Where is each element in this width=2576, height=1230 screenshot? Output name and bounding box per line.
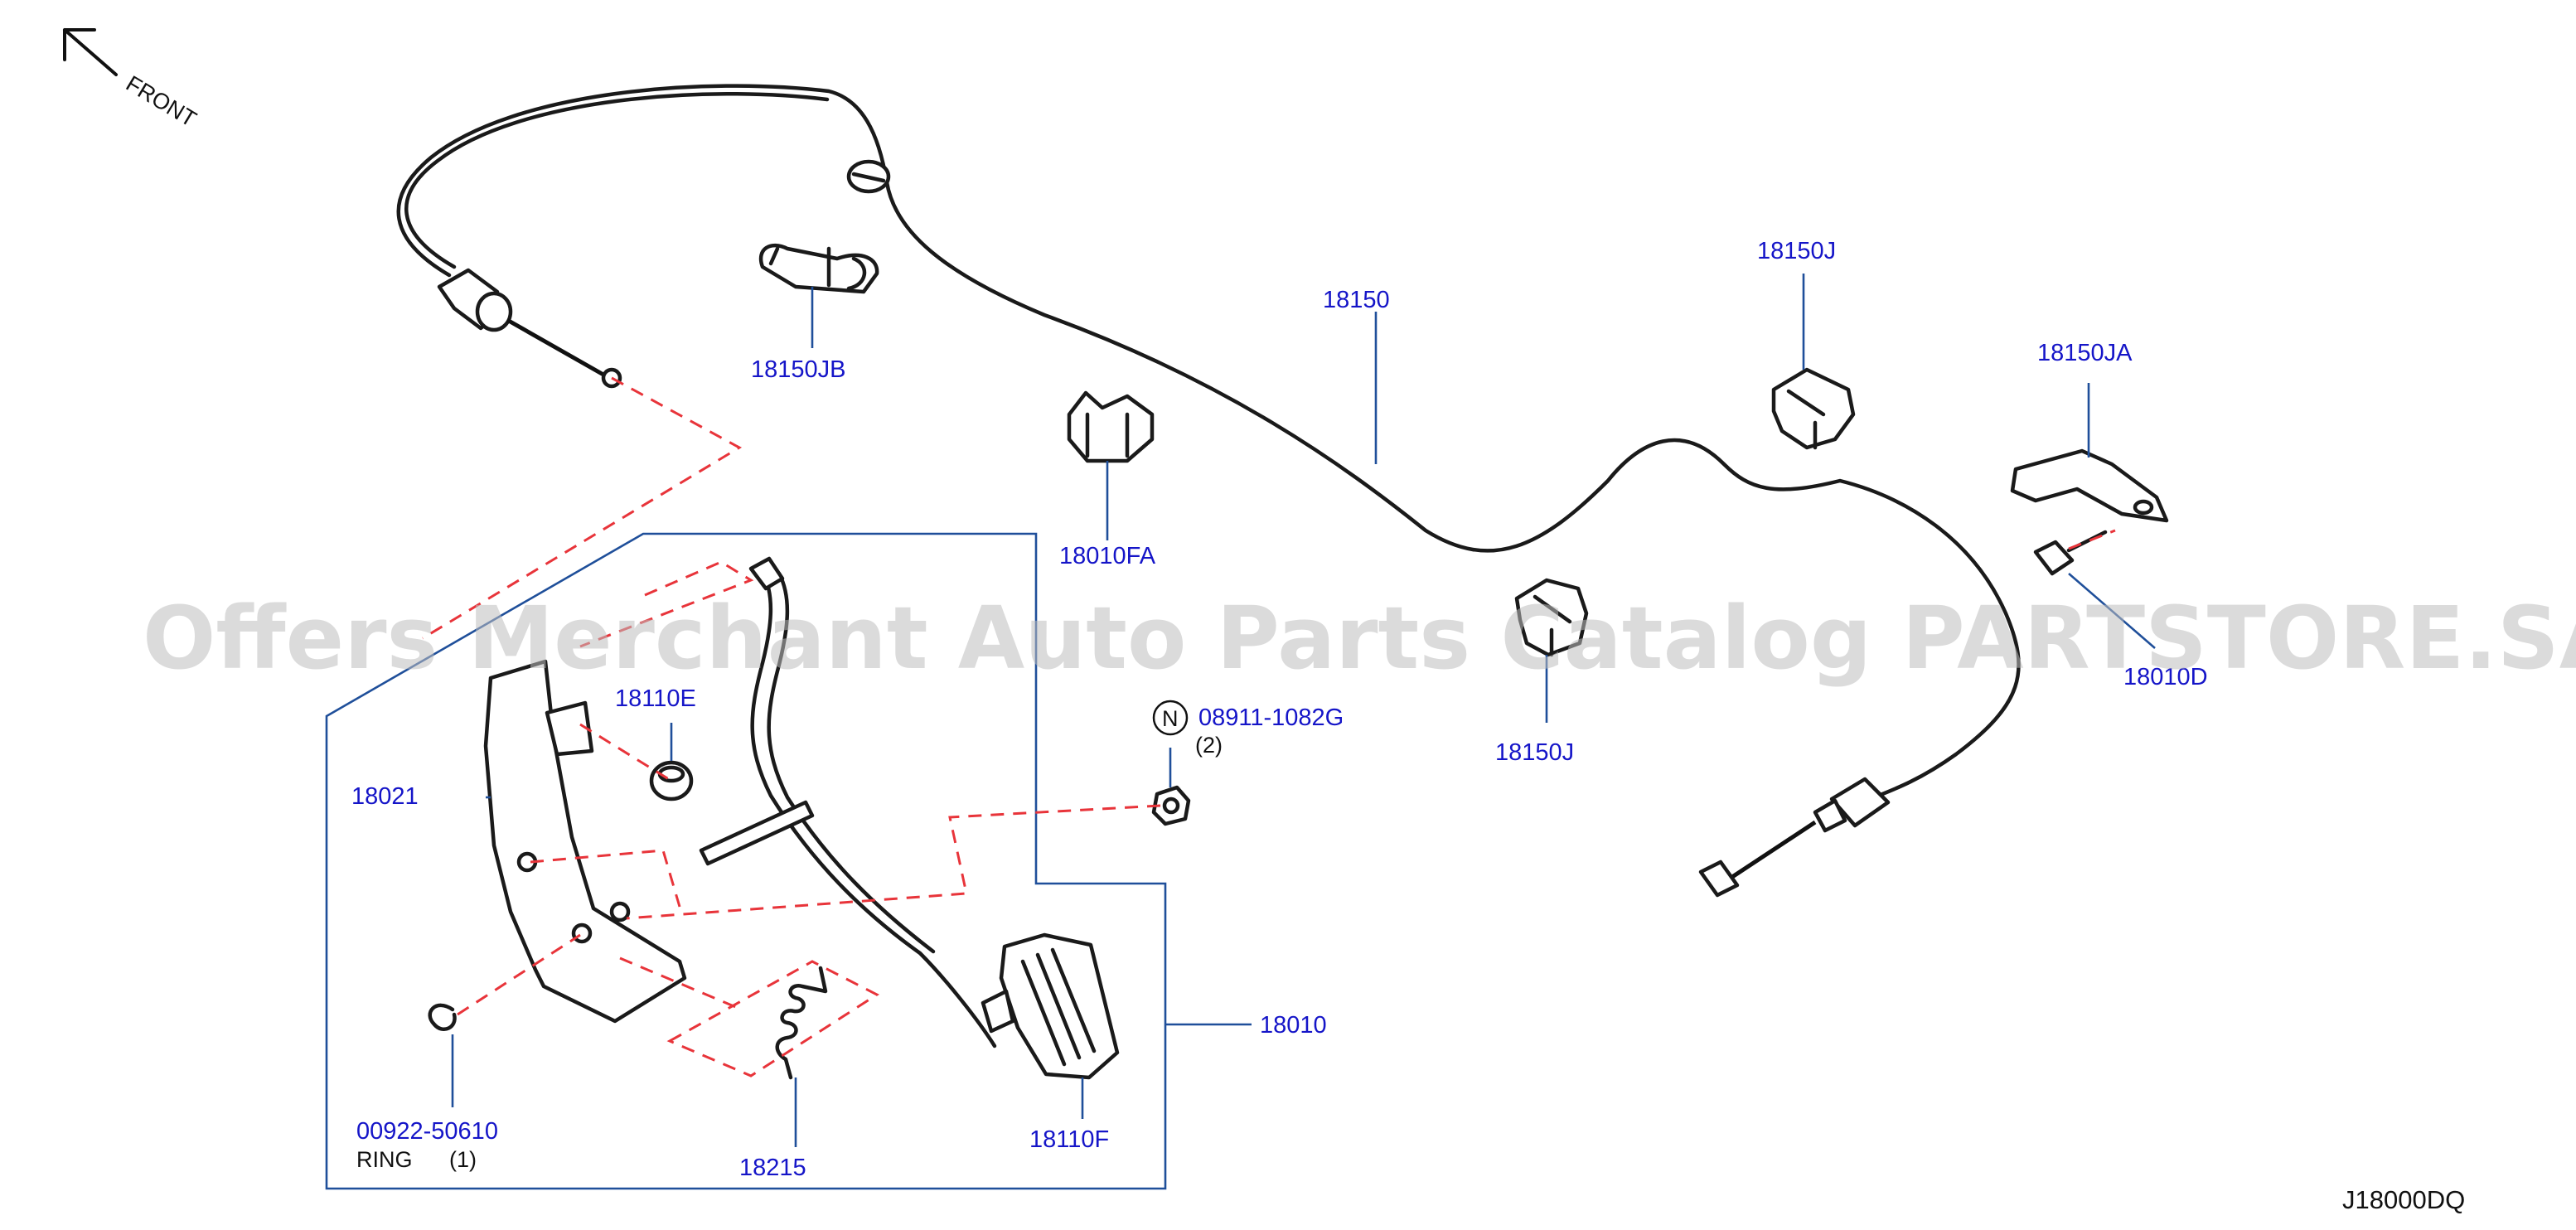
callout-18150JB[interactable]: 18150JB	[751, 356, 846, 383]
standard-part-badge-letter: N	[1162, 706, 1179, 731]
front-arrow-icon	[63, 28, 118, 76]
leader-lines	[451, 274, 2156, 1147]
clip-18150JB-icon[interactable]	[759, 243, 879, 294]
callout-08911[interactable]: N 08911-1082G (2)	[1152, 700, 1344, 758]
ring-00922-icon[interactable]	[428, 1003, 457, 1031]
callout-00922-name: RING	[356, 1147, 413, 1172]
pedal-arm-18010-icon[interactable]	[699, 556, 997, 1048]
cable-grommet-icon	[846, 159, 891, 194]
callout-18010FA[interactable]: 18010FA	[1059, 543, 1156, 569]
callout-00922-qty: (1)	[449, 1147, 477, 1172]
front-label: FRONT	[122, 70, 201, 132]
callout-18150J-top[interactable]: 18150J	[1757, 238, 1836, 264]
assembly-dashed-lines	[422, 376, 2116, 1077]
clip-18150J-top-icon[interactable]	[1771, 367, 1856, 450]
callout-18150J-mid[interactable]: 18150J	[1495, 739, 1574, 766]
bracket-18150JA-icon[interactable]	[2010, 448, 2169, 523]
callout-00922[interactable]: 00922-50610	[356, 1118, 498, 1145]
callout-08911-number[interactable]: 08911-1082G	[1198, 705, 1344, 731]
callout-18021[interactable]: 18021	[351, 783, 419, 810]
pedal-assembly-frame	[325, 532, 1167, 1190]
callout-18150[interactable]: 18150	[1323, 287, 1390, 313]
callout-18010[interactable]: 18010	[1260, 1012, 1327, 1039]
watermark: Offers Merchant Auto Parts Catalog PARTS…	[143, 588, 2576, 689]
spring-18215-icon[interactable]	[775, 966, 828, 1080]
clip-18150J-mid-icon[interactable]	[1514, 578, 1589, 657]
pedal-bracket-18021-icon[interactable]	[483, 659, 687, 1024]
standard-part-badge-icon	[1152, 700, 1189, 736]
callout-18010D[interactable]: 18010D	[2123, 664, 2208, 690]
callout-18110E[interactable]: 18110E	[615, 685, 696, 712]
callout-18110F[interactable]: 18110F	[1029, 1126, 1109, 1153]
cable-end-pedal-side-icon	[437, 268, 622, 389]
nut-08911-icon[interactable]	[1151, 785, 1191, 826]
cable-end-throttle-side-icon	[1698, 777, 1891, 898]
callout-18215[interactable]: 18215	[739, 1155, 806, 1181]
clip-18010FA-icon[interactable]	[1067, 390, 1155, 463]
drawing-reference: J18000DQ	[2342, 1185, 2465, 1214]
callout-08911-qty: (2)	[1195, 733, 1223, 758]
accelerator-cable[interactable]	[396, 84, 2021, 823]
stopper-18110E-icon[interactable]	[649, 760, 694, 801]
callout-18150JA[interactable]: 18150JA	[2037, 340, 2133, 366]
pedal-pad-18110F-icon[interactable]	[981, 932, 1120, 1080]
